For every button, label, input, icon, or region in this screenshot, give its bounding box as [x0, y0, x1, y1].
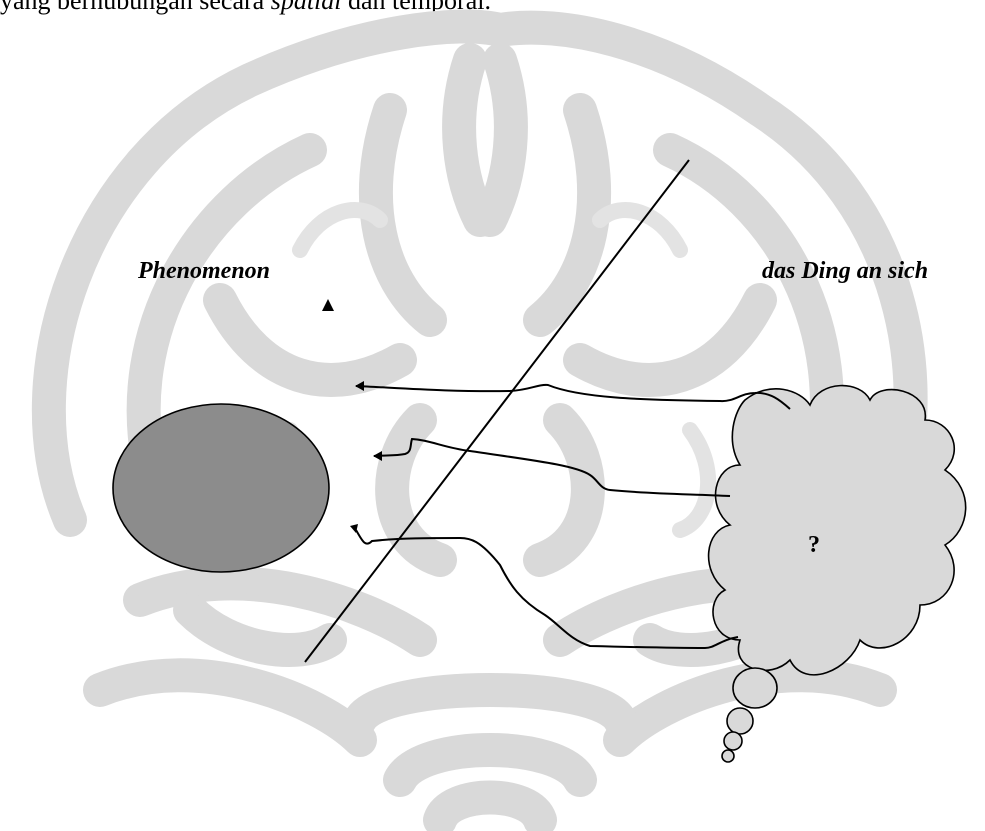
subject-ellipse: [113, 404, 329, 572]
arrow-path-middle: [374, 439, 730, 496]
phenomenon-label: Phenomenon: [138, 258, 270, 285]
thought-cloud: [709, 386, 966, 675]
question-mark-label: ?: [808, 532, 820, 559]
phenomenon-marker: [322, 299, 334, 311]
ding-an-sich-label: das Ding an sich: [762, 258, 928, 285]
